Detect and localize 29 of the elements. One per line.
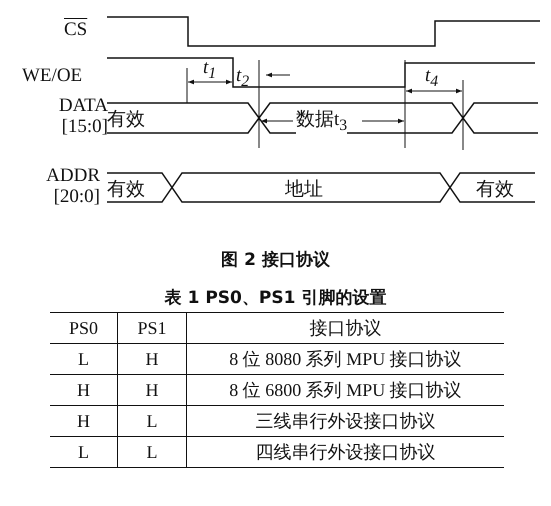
signal-name: DATA [15:0] — [58, 95, 108, 137]
bus-state: 有效 — [476, 180, 514, 200]
timing-label: t$_{1}$ — [203, 58, 216, 84]
table-value: 三线串行外设接口协议 — [256, 411, 436, 431]
timing-label: 数据t$_{3}$ — [296, 110, 348, 136]
figure-caption: 图 2 接口协议 — [221, 249, 330, 271]
column-header: PS1 — [137, 318, 167, 338]
bus-state: 地址 — [285, 180, 323, 200]
table-value: H — [146, 348, 158, 368]
bus-state: 有效 — [107, 180, 145, 200]
signal-name: ADDR [20:0] — [45, 165, 100, 207]
signal-name: CS — [64, 20, 88, 40]
bus-state: 有效 — [107, 110, 145, 130]
table-value: H — [77, 410, 90, 430]
table-value: L — [78, 348, 89, 368]
column-header: PS0 — [68, 318, 98, 338]
timing-label: t$_{2}$ — [236, 66, 250, 92]
table-value: L — [146, 410, 158, 430]
signal-name: WE/OE — [22, 66, 82, 86]
table-value: L — [146, 442, 158, 462]
timing-label: t$_{4}$ — [425, 66, 438, 92]
table-value: 四线串行外设接口协议 — [256, 442, 436, 462]
table-value: 8 位 6800 系列 MPU 接口协议 — [229, 380, 462, 400]
table-value: L — [78, 442, 89, 462]
table-title: 表 1 PS0、PS1 引脚的设置 — [164, 287, 386, 309]
table-value: H — [146, 380, 158, 400]
table-value: H — [77, 380, 90, 400]
column-header: 接口协议 — [310, 318, 382, 338]
table-value: 8 位 8080 系列 MPU 接口协议 — [229, 349, 462, 369]
